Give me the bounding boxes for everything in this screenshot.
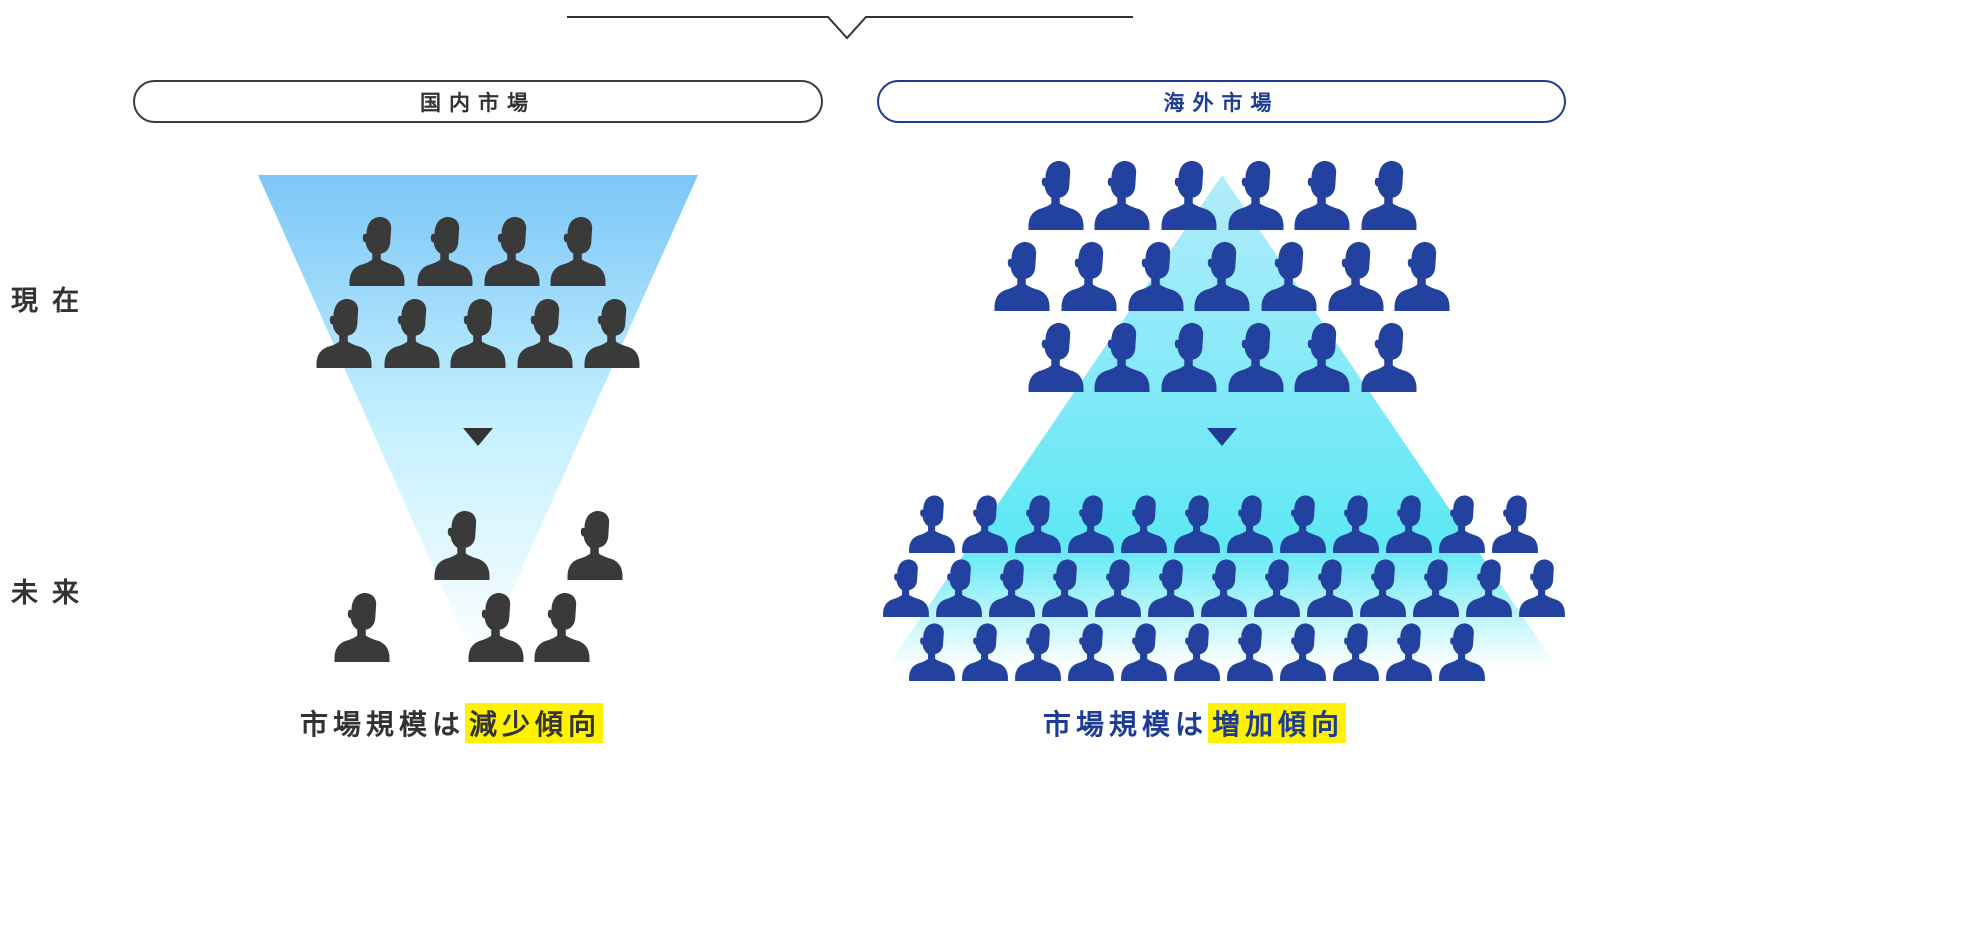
- person-silhouette-icon: [909, 495, 955, 553]
- domestic-caption-prefix: 市場規模は: [300, 708, 466, 741]
- overseas-market-header: 海外市場: [877, 80, 1566, 123]
- domestic-funnel: [258, 175, 698, 667]
- person-silhouette-icon: [1094, 160, 1150, 230]
- overseas-caption: 市場規模は 増加傾向: [1043, 702, 1347, 744]
- overseas-market-label: 海外市場: [1163, 90, 1280, 115]
- domestic-caption-highlight: 減少傾向: [465, 703, 604, 743]
- market-diagram: [258, 16, 1565, 681]
- person-silhouette-icon: [334, 592, 390, 662]
- overseas-caption-highlight: 増加傾向: [1208, 703, 1347, 743]
- top-divider: [567, 16, 1133, 40]
- person-silhouette-icon: [1028, 322, 1084, 392]
- person-silhouette-icon: [1294, 160, 1350, 230]
- person-silhouette-icon: [994, 241, 1050, 311]
- person-silhouette-icon: [1394, 241, 1450, 311]
- person-silhouette-icon: [1028, 160, 1084, 230]
- person-silhouette-icon: [1061, 241, 1117, 311]
- overseas-caption-prefix: 市場規模は: [1043, 708, 1209, 741]
- domestic-caption: 市場規模は 減少傾向: [300, 702, 604, 744]
- person-silhouette-icon: [1361, 322, 1417, 392]
- person-silhouette-icon: [1492, 495, 1538, 553]
- person-silhouette-icon: [883, 559, 929, 617]
- domestic-market-header: 国内市場: [133, 80, 823, 123]
- domestic-market-label: 国内市場: [420, 90, 536, 115]
- person-silhouette-icon: [1228, 160, 1284, 230]
- person-silhouette-icon: [534, 592, 590, 662]
- person-silhouette-icon: [1519, 559, 1565, 617]
- row-label-future: 未来: [11, 578, 93, 609]
- row-label-now: 現在: [11, 286, 93, 317]
- person-silhouette-icon: [1361, 160, 1417, 230]
- person-silhouette-icon: [1328, 241, 1384, 311]
- person-silhouette-icon: [567, 510, 623, 580]
